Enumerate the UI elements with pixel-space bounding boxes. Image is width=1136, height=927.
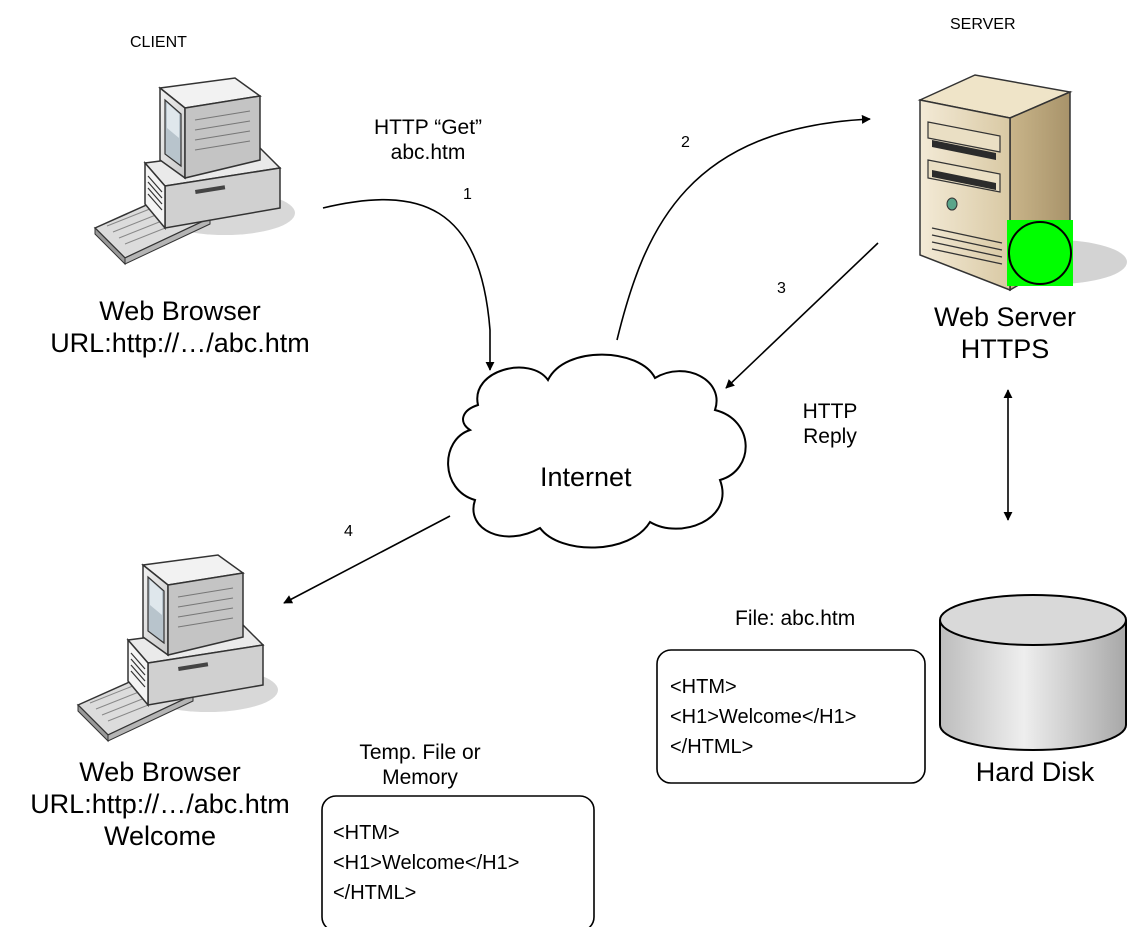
server-icon bbox=[917, 74, 1127, 292]
http-get-line2: abc.htm bbox=[390, 140, 466, 164]
server-caption: Web Server HTTPS bbox=[900, 302, 1110, 366]
client-top-line2: URL:http://…/abc.htm bbox=[50, 327, 310, 358]
client-bottom-line1: Web Browser bbox=[79, 757, 241, 787]
temp-caption-line2: Memory bbox=[382, 765, 458, 789]
code-line: <H1>Welcome</H1> bbox=[670, 706, 857, 728]
server-line1: Web Server bbox=[933, 302, 1077, 332]
http-get-line1: HTTP “Get” bbox=[373, 116, 483, 139]
arrow-1-request bbox=[322, 198, 495, 371]
temp-file-content: <HTM> <H1>Welcome</H1> </HTML> bbox=[333, 818, 519, 908]
server-file-box bbox=[656, 649, 926, 784]
server-line2: HTTPS bbox=[960, 333, 1050, 364]
http-reply-line1: HTTP bbox=[802, 400, 858, 423]
step-4-label: 4 bbox=[344, 523, 353, 540]
client-bottom-line3: Welcome bbox=[103, 820, 217, 851]
internet-label: Internet bbox=[540, 462, 632, 492]
hard-disk-icon bbox=[939, 594, 1127, 751]
code-line: <HTM> bbox=[333, 822, 400, 844]
computer-icon bbox=[77, 554, 279, 742]
code-line: <HTM> bbox=[670, 676, 737, 698]
http-get-label: HTTP “Get” abc.htm bbox=[368, 116, 488, 166]
code-line: </HTML> bbox=[670, 736, 754, 758]
server-file-content: <HTM> <H1>Welcome</H1> </HTML> bbox=[670, 672, 856, 762]
computer-icon bbox=[94, 77, 296, 265]
temp-caption: Temp. File or Memory bbox=[340, 741, 500, 791]
temp-caption-line1: Temp. File or bbox=[359, 741, 481, 764]
hard-disk-label: Hard Disk bbox=[975, 757, 1095, 787]
client-top-line1: Web Browser bbox=[99, 296, 261, 326]
cloud-icon bbox=[447, 353, 747, 549]
client-top-caption: Web Browser URL:http://…/abc.htm bbox=[30, 296, 330, 360]
client-bottom-line2: URL:http://…/abc.htm bbox=[30, 788, 290, 819]
client-heading: CLIENT bbox=[130, 34, 187, 51]
step-2-label: 2 bbox=[681, 134, 690, 151]
server-heading: SERVER bbox=[950, 16, 1016, 33]
client-bottom-caption: Web Browser URL:http://…/abc.htm Welcome bbox=[2, 757, 318, 853]
arrow-2-forward bbox=[616, 114, 871, 341]
code-line: <H1>Welcome</H1> bbox=[333, 852, 520, 874]
file-caption: File: abc.htm bbox=[735, 607, 856, 630]
http-reply-line2: Reply bbox=[803, 424, 857, 448]
arrow-4-deliver bbox=[283, 515, 451, 604]
http-reply-label: HTTP Reply bbox=[794, 400, 866, 450]
arrow-3-reply bbox=[725, 242, 879, 389]
temp-file-box bbox=[321, 795, 595, 927]
code-line: </HTML> bbox=[333, 882, 417, 904]
step-1-label: 1 bbox=[463, 186, 472, 203]
step-3-label: 3 bbox=[777, 280, 786, 297]
